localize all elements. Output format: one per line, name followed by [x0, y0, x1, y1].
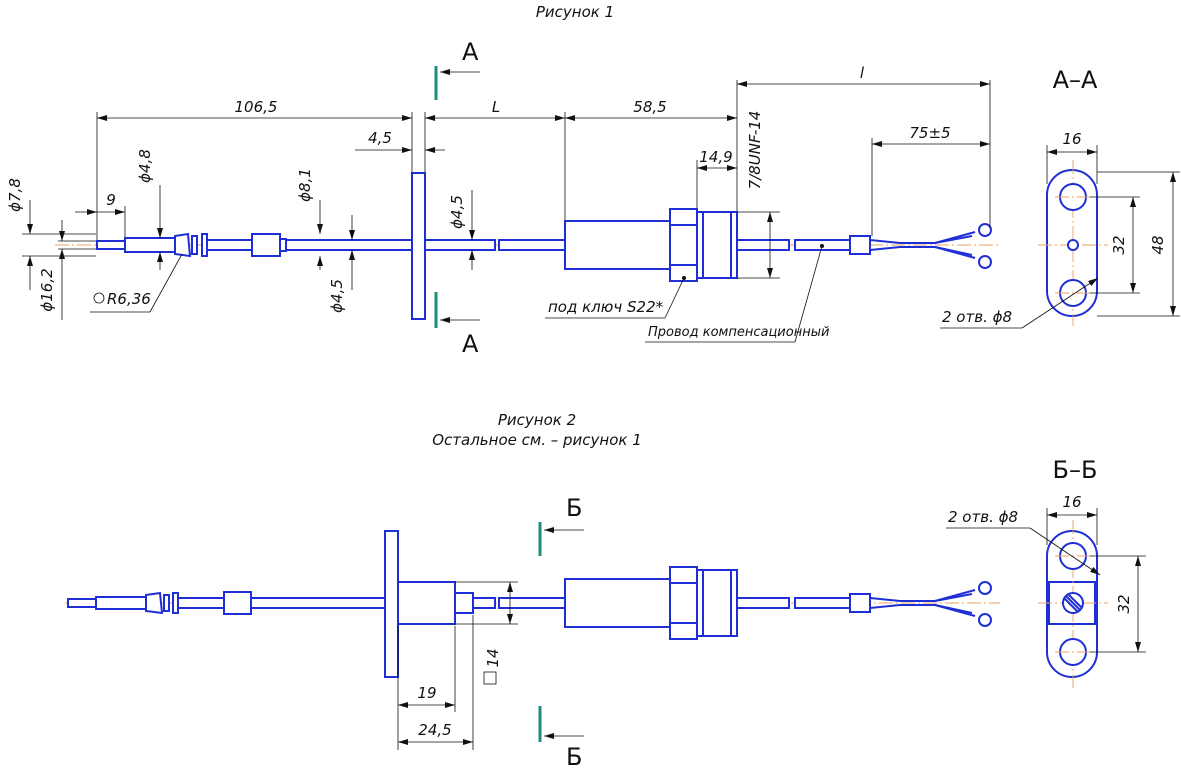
terminal-lug-upper-2: [978, 581, 992, 595]
cable-2a: [736, 597, 790, 609]
terminal-lug-lower: [978, 255, 992, 269]
wire-lower-2: [869, 604, 976, 617]
probe-sleeve: [124, 237, 176, 253]
section-letter-a-top: А: [462, 38, 479, 66]
dim-l: l: [860, 64, 865, 82]
housing-2: [564, 578, 671, 628]
dim-24-5: 24,5: [418, 721, 451, 739]
wire-ends: [934, 235, 973, 256]
flange-block: [397, 581, 456, 625]
dim-d8-1: ϕ8,1: [296, 168, 314, 202]
dimensions-1: [22, 80, 991, 343]
dimensions-2: 19 24,5 14: [397, 581, 518, 750]
dim-19: 19: [417, 684, 436, 702]
dim-sq14: 14: [484, 648, 502, 667]
dimension-labels-1: 106,5 4,5 L 58,5 l 75±5 14,9 7/8UNF-14 ϕ…: [6, 64, 951, 340]
dim-L: L: [492, 98, 500, 116]
hex-nut: [669, 208, 698, 282]
figure-2-caption-2: Остальное см. – рисунок 1: [432, 431, 642, 449]
sheath-2b: [250, 597, 386, 609]
section-a-a: А–А 16 32 48 2 отв. ϕ8: [940, 66, 1180, 329]
wire-lower: [869, 246, 976, 259]
sensor-assembly-2: [67, 530, 992, 678]
label-wrench: под ключ S22*: [548, 298, 664, 316]
sheath-2d: [498, 597, 566, 609]
section-b-b-title: Б–Б: [1053, 456, 1098, 484]
block-step: [454, 592, 474, 614]
section-cut-a: А А: [434, 38, 480, 358]
dim-thread: 7/8UNF-14: [746, 111, 764, 190]
probe-sleeve-2: [95, 596, 147, 610]
dim-aa-48: 48: [1149, 235, 1167, 254]
sleeve-coupling-2: [223, 591, 252, 615]
dim-9: 9: [106, 191, 116, 209]
section-letter-a-bottom: А: [462, 330, 479, 358]
sensor-assembly-1: [96, 172, 992, 320]
center-rod-a: [1067, 239, 1079, 251]
dim-aa-32: 32: [1110, 235, 1128, 254]
cable-sleeve: [849, 235, 871, 255]
sheath-3: [424, 239, 496, 251]
terminal-lug-upper: [978, 223, 992, 237]
wire-upper-2: [869, 589, 976, 602]
dim-d7-8: ϕ7,8: [6, 178, 24, 212]
sheath-1: [206, 239, 253, 251]
probe-tip-2: [67, 598, 97, 608]
figure-2-caption: Рисунок 2: [498, 411, 576, 429]
tapered-collar-2: [145, 591, 164, 615]
dim-106-5: 106,5: [235, 98, 278, 116]
figure-2: Рисунок 2 Остальное см. – рисунок 1: [65, 411, 1000, 771]
section-letter-b-top: Б: [566, 494, 582, 522]
section-cut-b: Б Б: [538, 494, 584, 771]
dim-d4-5-right: ϕ4,5: [448, 195, 466, 229]
sheath-2c: [472, 597, 496, 609]
dim-bb-32: 32: [1115, 594, 1133, 613]
collar-ring-2a: [163, 594, 170, 612]
dim-d4-8: ϕ4,8: [136, 149, 154, 183]
dim-d16-2: ϕ16,2: [38, 268, 56, 311]
dim-75: 75±5: [909, 124, 950, 142]
mounting-flange: [411, 172, 426, 320]
sheath-2a: [177, 597, 225, 609]
dim-d4-5-left: ϕ4,5: [328, 279, 346, 313]
dim-4-5: 4,5: [368, 129, 392, 147]
figure-1: Рисунок 1: [6, 3, 1000, 358]
section-a-a-title: А–А: [1053, 66, 1098, 94]
cable-1: [736, 239, 790, 251]
dim-r6-36: R6,36: [107, 290, 151, 308]
mounting-flange-2: [384, 530, 399, 678]
dim-aa-holes: 2 отв. ϕ8: [942, 308, 1012, 326]
label-wire: Провод компенсационный: [648, 325, 829, 340]
section-b-b: Б–Б 16 32 2 отв. ϕ8: [946, 456, 1146, 688]
dim-14-9: 14,9: [699, 148, 732, 166]
cable-sleeve-2: [849, 593, 871, 613]
dim-58-5: 58,5: [633, 98, 666, 116]
probe-tip: [96, 240, 126, 250]
sheath-4: [498, 239, 566, 251]
dim-bb-16: 16: [1062, 493, 1081, 511]
sheath-2: [285, 239, 413, 251]
rod-hatch-b: [1063, 593, 1083, 613]
dim-aa-16: 16: [1062, 130, 1081, 148]
figure-1-caption: Рисунок 1: [536, 3, 614, 21]
section-letter-b-bottom: Б: [566, 743, 582, 771]
wire-upper: [869, 231, 976, 244]
tapered-collar: [174, 232, 192, 258]
cable-2b: [794, 597, 851, 609]
dim-bb-holes: 2 отв. ϕ8: [948, 508, 1018, 526]
hex-nut-2: [669, 566, 698, 640]
sleeve-coupling: [251, 233, 281, 257]
collar-ring-1: [191, 235, 198, 255]
terminal-lug-lower-2: [978, 613, 992, 627]
housing: [564, 220, 671, 270]
